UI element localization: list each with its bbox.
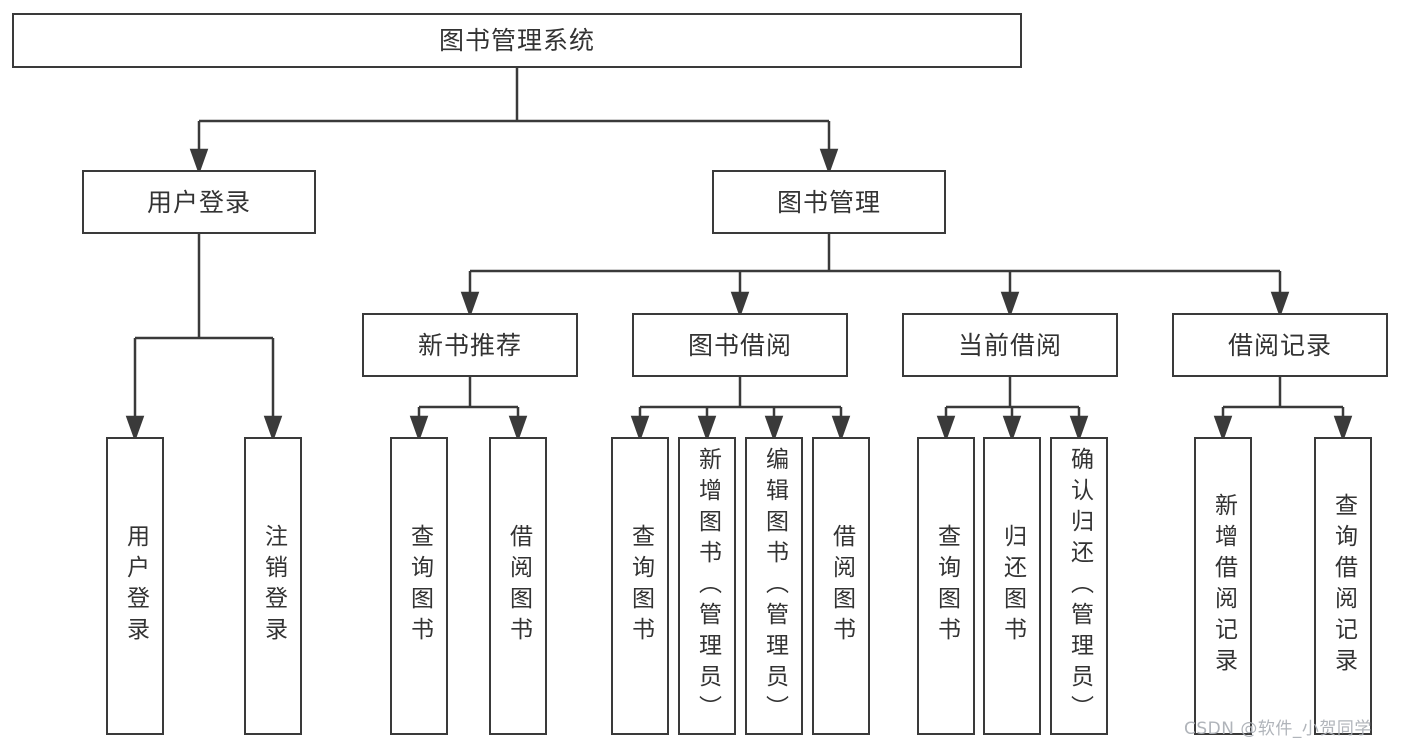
node-user-login-action-label: 用户登录 — [122, 524, 149, 648]
arrowhead — [1000, 291, 1020, 318]
arrowhead — [1002, 415, 1022, 442]
arrowhead — [460, 291, 480, 318]
node-return-books: 归还图书 — [983, 437, 1041, 735]
arrowhead — [1213, 415, 1233, 442]
node-confirm-return-admin: 确认归还（管理员） — [1050, 437, 1108, 735]
node-query-books-3-label: 查询图书 — [933, 524, 960, 648]
node-borrow-books-2: 借阅图书 — [812, 437, 870, 735]
arrowhead — [936, 415, 956, 442]
arrowhead — [764, 415, 784, 442]
connector-new-book-recommendation-children — [409, 377, 528, 442]
node-library-system: 图书管理系统 — [12, 13, 1022, 68]
node-add-books-admin: 新增图书（管理员） — [678, 437, 736, 735]
connector-book-management-children — [460, 234, 1290, 318]
node-add-borrowing-record: 新增借阅记录 — [1194, 437, 1252, 735]
node-query-books-2-label: 查询图书 — [627, 524, 654, 648]
node-library-system-label: 图书管理系统 — [438, 26, 595, 55]
node-book-management: 图书管理 — [712, 170, 946, 234]
arrowhead — [125, 415, 145, 442]
connector-current-borrowing-children — [936, 377, 1089, 442]
node-borrowing-records: 借阅记录 — [1172, 313, 1388, 377]
node-user-login: 用户登录 — [82, 170, 316, 234]
node-borrow-books-2-label: 借阅图书 — [828, 524, 855, 648]
connector-root-to-level2 — [189, 68, 839, 175]
connector-user-login-children — [125, 234, 283, 442]
arrowhead — [1270, 291, 1290, 318]
node-user-login-label: 用户登录 — [146, 187, 251, 217]
node-edit-books-admin: 编辑图书（管理员） — [745, 437, 803, 735]
node-edit-books-admin-label: 编辑图书（管理员） — [761, 446, 788, 726]
arrowhead — [819, 148, 839, 175]
node-borrow-books-1: 借阅图书 — [489, 437, 547, 735]
node-confirm-return-admin-label: 确认归还（管理员） — [1066, 446, 1093, 726]
node-query-borrowing-record: 查询借阅记录 — [1314, 437, 1372, 735]
node-return-books-label: 归还图书 — [999, 524, 1026, 648]
node-logout: 注销登录 — [244, 437, 302, 735]
node-query-books-2: 查询图书 — [611, 437, 669, 735]
node-query-borrowing-record-label: 查询借阅记录 — [1330, 493, 1357, 679]
node-current-borrowing-label: 当前借阅 — [957, 330, 1062, 360]
arrowhead — [730, 291, 750, 318]
node-query-books-3: 查询图书 — [917, 437, 975, 735]
node-logout-label: 注销登录 — [260, 524, 287, 648]
connector-borrowing-records-children — [1213, 377, 1353, 442]
watermark: CSDN @软件_小贺同学 — [1184, 719, 1372, 739]
arrowhead — [630, 415, 650, 442]
node-new-book-recommendation: 新书推荐 — [362, 313, 578, 377]
arrowhead — [189, 148, 209, 175]
node-add-borrowing-record-label: 新增借阅记录 — [1210, 493, 1237, 679]
connector-book-borrowing-children — [630, 377, 851, 442]
node-book-management-label: 图书管理 — [776, 187, 881, 217]
node-query-books-1: 查询图书 — [390, 437, 448, 735]
arrowhead — [831, 415, 851, 442]
node-query-books-1-label: 查询图书 — [406, 524, 433, 648]
node-book-borrowing-label: 图书借阅 — [687, 330, 792, 360]
arrowhead — [1333, 415, 1353, 442]
node-user-login-action: 用户登录 — [106, 437, 164, 735]
node-add-books-admin-label: 新增图书（管理员） — [694, 446, 721, 726]
node-borrow-books-1-label: 借阅图书 — [505, 524, 532, 648]
node-borrowing-records-label: 借阅记录 — [1227, 330, 1332, 360]
node-current-borrowing: 当前借阅 — [902, 313, 1118, 377]
node-new-book-recommendation-label: 新书推荐 — [417, 330, 522, 360]
arrowhead — [508, 415, 528, 442]
node-book-borrowing: 图书借阅 — [632, 313, 848, 377]
arrowhead — [1069, 415, 1089, 442]
arrowhead — [697, 415, 717, 442]
arrowhead — [263, 415, 283, 442]
arrowhead — [409, 415, 429, 442]
